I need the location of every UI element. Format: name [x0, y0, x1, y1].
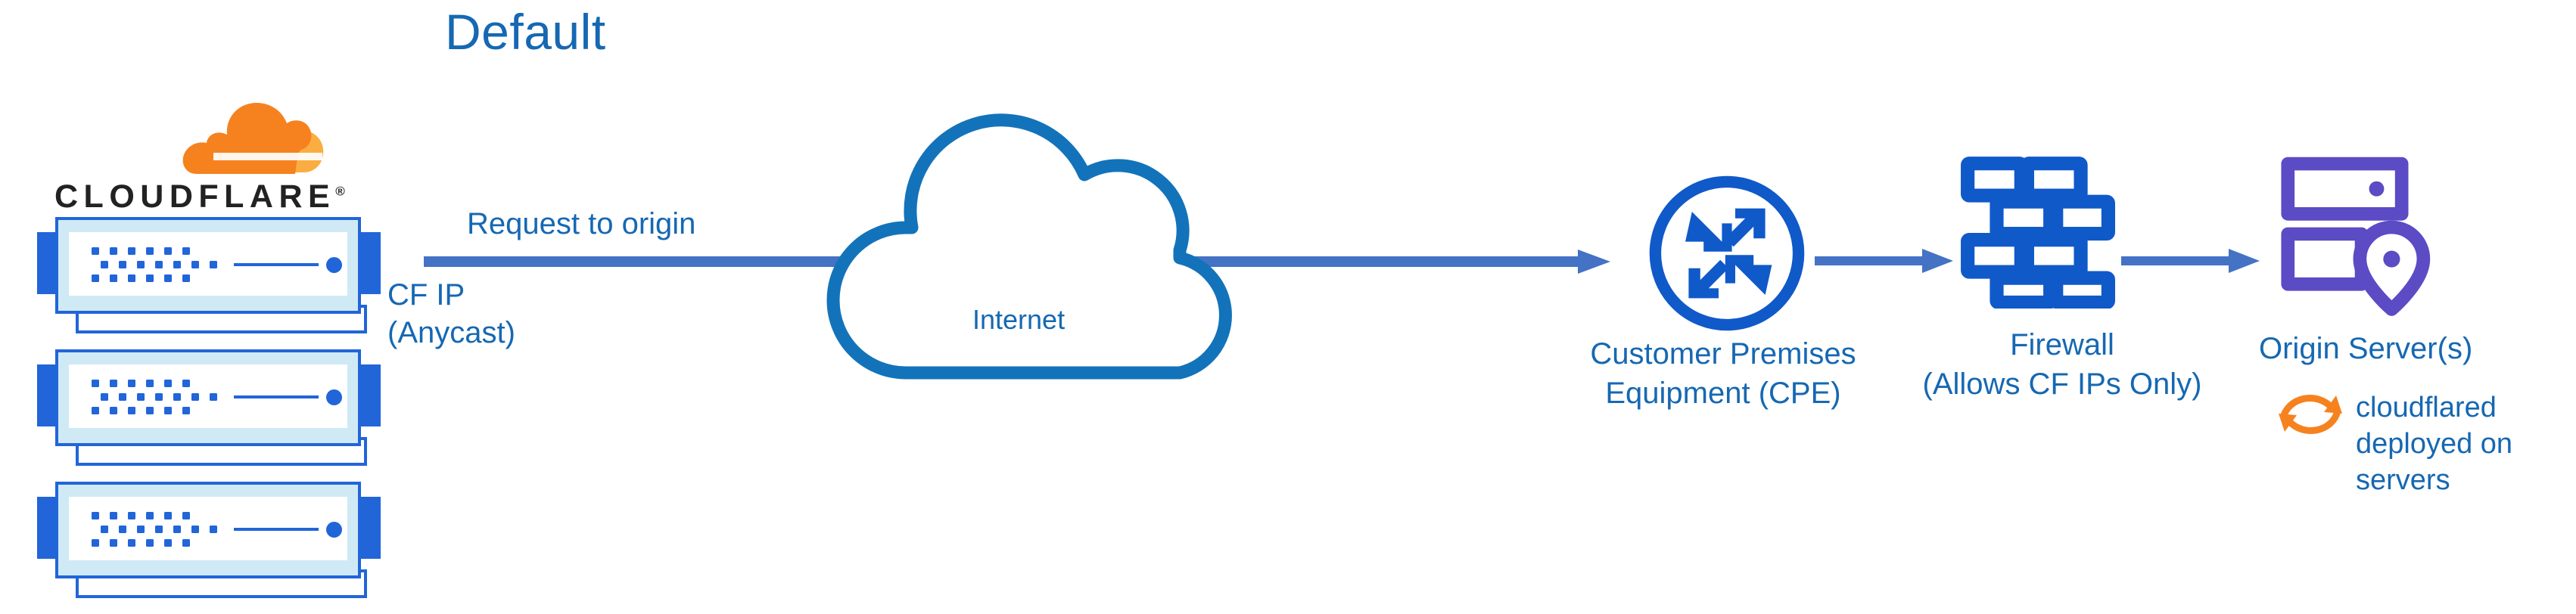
cloudflare-wordmark: CLOUDFLARE®: [54, 178, 357, 216]
page-title: Default: [445, 4, 606, 60]
rack-tab-left: [37, 497, 58, 559]
router-four-arrows-icon: [1644, 170, 1810, 336]
rack-status-led-icon: [326, 257, 342, 273]
internet-cloud-icon: [821, 110, 1298, 386]
server-rack-3: [34, 480, 382, 603]
brick-wall-icon: [1957, 150, 2116, 309]
cpe-label-line1: Customer Premises: [1590, 337, 1856, 371]
cpe-label-line2: Equipment (CPE): [1605, 377, 1841, 410]
rack-vent-dots-icon: [92, 380, 217, 414]
registered-mark-icon: ®: [335, 184, 345, 199]
rack-tab-left: [37, 364, 58, 426]
request-to-origin-label: Request to origin: [467, 207, 696, 240]
origin-server-label: Origin Server(s): [2259, 332, 2473, 365]
server-rack-1: [34, 216, 382, 338]
firewall-label-line1: Firewall: [2010, 328, 2114, 361]
rack-face: [69, 364, 347, 428]
cloudflare-logo: CLOUDFLARE®: [38, 98, 356, 219]
firewall-label: Firewall (Allows CF IPs Only): [1884, 325, 2240, 404]
sync-arrows-icon: [2273, 376, 2348, 451]
cf-ip-line2: (Anycast): [387, 316, 515, 349]
rack-vent-dots-icon: [92, 512, 217, 547]
rack-tab-right: [359, 497, 381, 559]
rack-indicator-line: [234, 263, 319, 266]
arrow-firewall-to-origin: [2121, 242, 2261, 280]
rack-tab-right: [359, 364, 381, 426]
rack-indicator-line: [234, 528, 319, 531]
rack-face: [69, 232, 347, 296]
rack-tab-right: [359, 232, 381, 294]
server-rack-2: [34, 348, 382, 470]
wordmark-text: CLOUDFLARE: [54, 178, 336, 215]
server-location-pin-icon: [2278, 144, 2452, 318]
cloudflare-cloud-icon: [182, 98, 333, 178]
rack-tab-left: [37, 232, 58, 294]
internet-label: Internet: [972, 304, 1066, 335]
rack-status-led-icon: [326, 522, 342, 538]
firewall-label-line2: (Allows CF IPs Only): [1922, 367, 2202, 401]
cloudflared-note: cloudflared deployed on servers: [2356, 389, 2512, 498]
rack-status-led-icon: [326, 389, 342, 405]
rack-indicator-line: [234, 395, 319, 398]
cf-ip-line1: CF IP: [387, 278, 465, 312]
cf-ip-label: CF IP (Anycast): [387, 276, 515, 352]
cloudflared-note-line2: deployed on: [2356, 428, 2513, 460]
rack-vent-dots-icon: [92, 247, 217, 282]
rack-face: [69, 497, 347, 560]
cloudflared-note-line3: servers: [2356, 464, 2450, 496]
cloudflared-note-line1: cloudflared: [2356, 392, 2497, 423]
arrow-cpe-to-firewall: [1815, 242, 1955, 280]
